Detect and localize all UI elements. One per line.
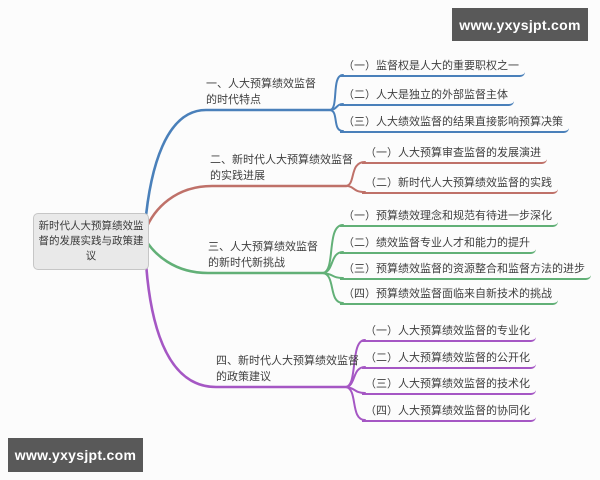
- branch2-leaf1-connector: [345, 161, 366, 187]
- branch4-leaf4-connector: [345, 386, 366, 421]
- branch3-leaf4-connector: [322, 272, 344, 304]
- branch2-curve: [143, 184, 348, 233]
- leaf-node: （四）预算绩效监督面临来自新技术的挑战: [340, 287, 558, 305]
- leaf-node: （三）人大绩效监督的结果直接影响预算决策: [340, 115, 569, 133]
- root-node: 新时代人大预算绩效监督的发展实践与政策建议: [33, 213, 149, 270]
- leaf-node: （二）绩效监督专业人才和能力的提升: [340, 236, 536, 254]
- leaf-node: （二）新时代人大预算绩效监督的实践: [362, 176, 558, 194]
- branch1-curve: [143, 108, 332, 228]
- leaf-node: （一）监督权是人大的重要职权之一: [340, 59, 525, 77]
- leaf-node: （四）人大预算绩效监督的协同化: [362, 404, 536, 422]
- leaf-node: （三）人大预算绩效监督的技术化: [362, 377, 536, 395]
- branch-node-3: 三、人大预算绩效监督的新时代新挑战: [208, 241, 318, 269]
- leaf-node: （二）人大预算绩效监督的公开化: [362, 351, 536, 369]
- leaf-node: （二）人大是独立的外部监督主体: [340, 88, 514, 106]
- branch-node-4: 四、新时代人大预算绩效监督的政策建议: [216, 355, 359, 383]
- watermark-bottom-left: www.yxysjpt.com: [8, 438, 143, 472]
- leaf-node: （一）人大预算审查监督的发展演进: [362, 146, 547, 164]
- leaf-node: （三）预算绩效监督的资源整合和监督方法的进步: [340, 262, 591, 280]
- branch-node-1: 一、人大预算绩效监督的时代特点: [206, 78, 316, 106]
- leaf-node: （一）人大预算绩效监督的专业化: [362, 324, 536, 342]
- leaf-node: （一）预算绩效理念和规范有待进一步深化: [340, 209, 558, 227]
- watermark-top-right: www.yxysjpt.com: [452, 8, 588, 41]
- branch-node-2: 二、新时代人大预算绩效监督的实践进展: [210, 154, 353, 182]
